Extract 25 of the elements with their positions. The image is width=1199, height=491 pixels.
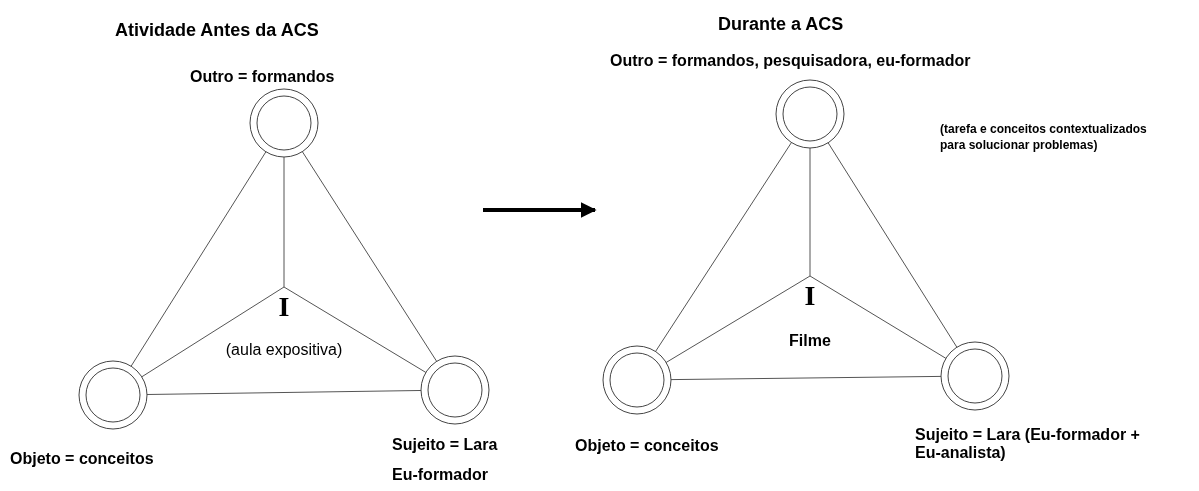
connector-line bbox=[809, 275, 947, 359]
connector-line bbox=[665, 275, 811, 363]
vertex-label: Objeto = conceitos bbox=[575, 437, 720, 455]
connector-line bbox=[670, 375, 942, 381]
connector-line bbox=[283, 286, 427, 373]
connector-line bbox=[655, 142, 792, 352]
connector-line bbox=[130, 151, 267, 367]
connector-line bbox=[146, 390, 422, 395]
note-text: (tarefa e conceitos contextualizados para solucionar problemas) bbox=[940, 122, 1148, 154]
vertex-label: Objeto = conceitos bbox=[10, 450, 155, 468]
connector-line bbox=[283, 156, 285, 288]
connector-line bbox=[301, 151, 438, 362]
connector-line bbox=[827, 142, 958, 348]
center-label: Filme bbox=[788, 332, 832, 350]
vertex-label: Sujeito = Lara Eu-formador bbox=[392, 435, 499, 486]
connector-line bbox=[141, 286, 285, 378]
vertex-label: Outro = formandos bbox=[190, 68, 336, 86]
connector-line bbox=[809, 147, 811, 277]
panel-heading: Atividade Antes da ACS bbox=[115, 20, 319, 41]
panel-heading: Durante a ACS bbox=[718, 14, 844, 35]
vertex-label: Sujeito = Lara (Eu-formador + Eu-analista) bbox=[915, 426, 1141, 462]
vertex-label: Outro = formandos, pesquisadora, eu-formador bbox=[610, 52, 972, 70]
center-symbol: I bbox=[803, 282, 817, 310]
center-symbol: I bbox=[277, 293, 291, 321]
center-label: (aula expositiva) bbox=[224, 341, 344, 359]
